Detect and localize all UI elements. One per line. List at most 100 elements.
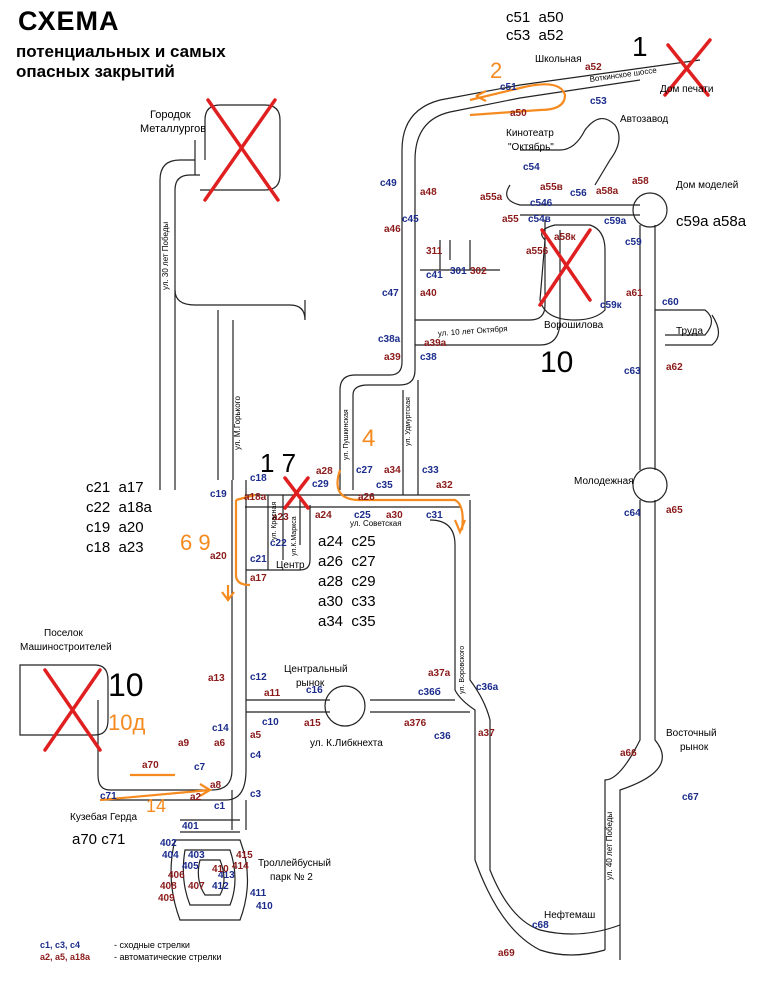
number-10-top: 10 xyxy=(540,346,573,379)
street-gorkogo: ул. М.Горького xyxy=(233,396,242,450)
switch-label-red: 409 xyxy=(158,893,175,904)
number-17: 1 7 xyxy=(260,448,296,478)
switch-label-red: a5 xyxy=(250,730,262,741)
page-title: СХЕМА xyxy=(18,6,120,36)
switch-label-red: a26 xyxy=(358,492,375,503)
switch-label-red: a20 xyxy=(210,551,227,562)
page-subtitle-1: потенциальных и самых xyxy=(16,42,226,61)
stop-voroshilova: Ворошилова xyxy=(544,320,604,331)
switch-label-blue: c45 xyxy=(402,214,419,225)
switch-label-blue: c38a xyxy=(378,334,401,345)
switch-label-red: a55в xyxy=(540,182,563,193)
switch-label-blue: c29 xyxy=(312,479,329,490)
switch-label-blue: c63 xyxy=(624,366,641,377)
switch-label-red: a37 xyxy=(478,728,495,739)
switch-label-blue: c60 xyxy=(662,297,679,308)
switch-label-blue: c71 xyxy=(100,791,117,802)
switch-label-blue: c36a xyxy=(476,682,499,693)
switch-label-red: a40 xyxy=(420,288,437,299)
switch-label-red: a2 xyxy=(190,792,202,803)
switch-label-red: a13 xyxy=(208,673,225,684)
stop-vostochny-2: рынок xyxy=(680,742,709,753)
stop-kuzebaya: Кузебая Герда xyxy=(70,811,137,823)
switch-label-red: a28 xyxy=(316,466,333,477)
switch-label-red: a55a xyxy=(480,192,503,203)
stop-poselok: Поселок xyxy=(44,628,83,639)
switch-label-blue: c3 xyxy=(250,789,262,800)
switch-label-red: a24 xyxy=(315,510,332,521)
switch-label-blue: c56 xyxy=(570,188,587,199)
legend-blue-codes: c1, c3, c4 xyxy=(40,940,81,950)
number-4: 4 xyxy=(362,425,375,452)
street-udmurtskaya: ул. Удмуртская xyxy=(405,397,412,446)
number-10-left: 10 xyxy=(108,667,144,703)
switch-label-blue: c1 xyxy=(214,801,226,812)
switch-label-blue: c59 xyxy=(625,237,642,248)
switch-label-red: a32 xyxy=(436,480,453,491)
number-2: 2 xyxy=(490,58,502,83)
switch-label-blue: c21 xyxy=(250,554,267,565)
switch-label-blue: c14 xyxy=(212,723,229,734)
switch-label-blue: 404 xyxy=(162,850,179,861)
switch-label-red: 408 xyxy=(160,881,177,892)
number-14: 14 xyxy=(146,796,166,816)
stop-neftemash: Нефтемаш xyxy=(544,909,595,921)
stop-tsentr: Центр xyxy=(276,560,305,571)
group-center-2: a26 c27 xyxy=(318,553,376,570)
street-sovetskaya: ул. Советская xyxy=(350,519,402,528)
group-left-2: c22 a18a xyxy=(86,499,152,516)
switch-label-red: a30 xyxy=(386,510,403,521)
stop-rynok-2: рынок xyxy=(296,678,325,689)
switch-label-blue: c546 xyxy=(530,198,553,209)
switch-label-red: a6 xyxy=(214,738,226,749)
switch-label-red: 406 xyxy=(168,870,185,881)
handwritten-numbers: 1 2 4 6 9 1 7 10 10 10д 14 xyxy=(108,31,648,816)
switch-label-blue: c31 xyxy=(426,510,443,521)
stop-gorodok-2: Металлургов xyxy=(140,123,206,135)
switch-label-blue: c19 xyxy=(210,489,227,500)
number-1: 1 xyxy=(632,31,648,62)
switch-label-blue: 403 xyxy=(188,850,205,861)
stop-kinoteatr: Кинотеатр xyxy=(506,128,554,139)
number-6-9: 6 9 xyxy=(180,530,211,555)
street-pobedy30: ул. 30 лет Победы xyxy=(161,222,170,290)
switch-label-red: a11 xyxy=(264,688,281,699)
switch-label-blue: c33 xyxy=(422,465,439,476)
switch-label-blue: c54 xyxy=(523,162,540,173)
stop-shkolnaya: Школьная xyxy=(535,54,582,65)
street-pushkinskaya: ул. Пушкинская xyxy=(343,409,350,460)
switch-label-red: a70 xyxy=(142,760,159,771)
switch-label-red: a58 xyxy=(632,176,649,187)
switch-label-red: a65 xyxy=(666,505,683,516)
switch-label-red: a58a xyxy=(596,186,619,197)
orange-detours xyxy=(99,83,567,802)
switch-label-blue: c12 xyxy=(250,672,267,683)
switch-label-red: a39 xyxy=(384,352,401,363)
switch-label-red: 407 xyxy=(188,881,205,892)
switch-label-blue: c16 xyxy=(306,685,323,696)
group-center-3: a28 c29 xyxy=(318,573,376,590)
switch-label-blue: c10 xyxy=(262,717,279,728)
switch-label-red: a9 xyxy=(178,738,190,749)
switch-label-blue: c36 xyxy=(434,731,451,742)
street-krasnaya: ул. Красная xyxy=(271,502,278,540)
switch-label-blue: 402 xyxy=(160,838,177,849)
switch-label-blue: c41 xyxy=(426,270,443,281)
switch-label-red: a58к xyxy=(554,232,577,243)
switch-label-red: a8 xyxy=(210,780,222,791)
stop-dom-pechati: Дом печати xyxy=(660,84,713,95)
switch-label-red: a69 xyxy=(498,948,515,959)
switch-label-blue: 413 xyxy=(218,870,235,881)
switch-label-blue: c49 xyxy=(380,178,397,189)
group-top-right-2: c53 a52 xyxy=(506,27,564,44)
stop-gorodok: Городок xyxy=(150,109,191,121)
group-left-1: c21 a17 xyxy=(86,479,144,496)
group-center-5: a34 c35 xyxy=(318,613,376,630)
switch-label-red: a39a xyxy=(424,338,447,349)
number-10d: 10д xyxy=(108,710,145,735)
switch-label-blue: c7 xyxy=(194,762,206,773)
page-subtitle-2: опасных закрытий xyxy=(16,62,175,81)
switch-label-blue: c68 xyxy=(532,920,549,931)
